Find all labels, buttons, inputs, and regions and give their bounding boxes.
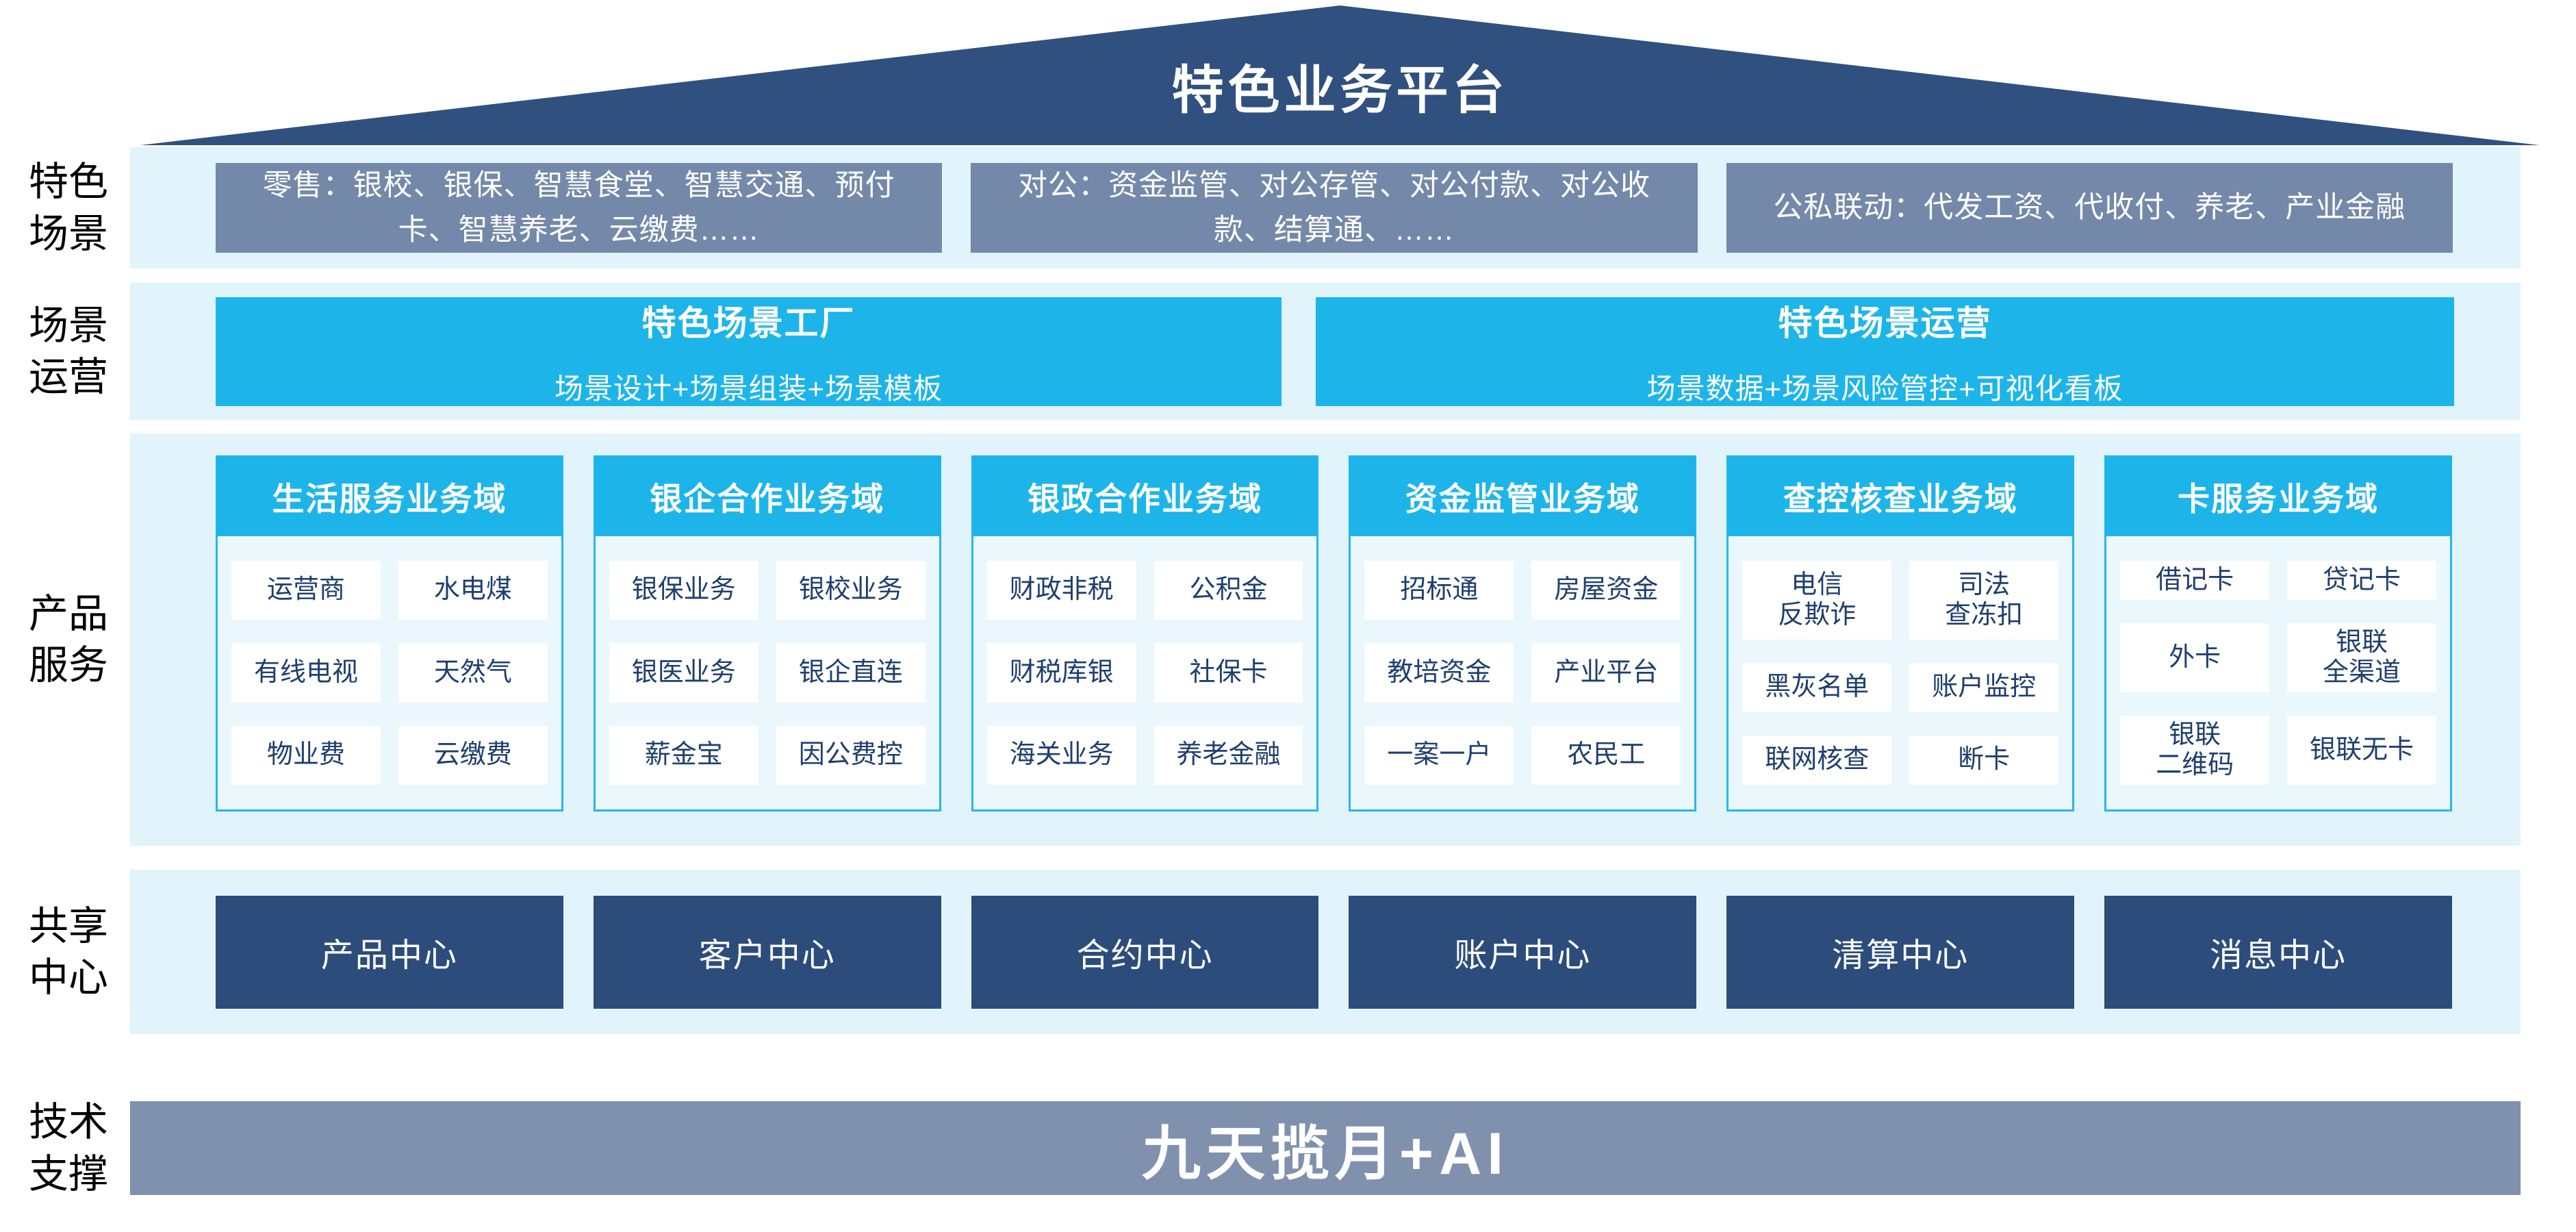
domain-card-title: 查控核查业务域 [1726,455,2075,536]
product-cell: 银校业务 [776,561,926,620]
product-cell: 财政非税 [986,561,1136,620]
domain-card-body: 银保业务 银校业务 银医业务 银企直连 薪金宝 因公费控 [593,536,941,812]
shared-centers-band: 产品中心 客户中心 合约中心 账户中心 清算中心 消息中心 [130,870,2521,1034]
domain-card-bank-government: 银政合作业务域 财政非税 公积金 财税库银 社保卡 海关业务 养老金融 [971,455,1319,812]
side-label-shared-centers: 共享 中心 [28,903,108,1000]
tech-support-bar: 九天揽月+AI [130,1101,2521,1195]
side-label-tech-support: 技术 支撑 [28,1100,108,1196]
product-cell: 教培资金 [1364,643,1514,703]
product-cell: 银保业务 [609,561,758,620]
domain-card-body: 财政非税 公积金 财税库银 社保卡 海关业务 养老金融 [971,536,1319,812]
product-cell: 借记卡 [2120,561,2270,601]
product-cell: 水电煤 [398,561,548,620]
scenario-operation-box: 特色场景运营 场景数据+场景风险管控+可视化看板 [1316,297,2454,406]
center-box-clearing: 清算中心 [1726,895,2075,1009]
domain-card-body: 借记卡 贷记卡 外卡 银联 全渠道 银联 二维码 银联无卡 [2104,536,2452,812]
domain-card-title: 银企合作业务域 [593,455,941,536]
product-cell: 贷记卡 [2287,561,2436,601]
domain-card-body: 电信 反欺诈 司法 查冻扣 黑灰名单 账户监控 联网核查 断卡 [1726,536,2075,812]
side-label-product-services: 产品 服务 [28,591,108,688]
product-cell: 电信 反欺诈 [1742,561,1892,640]
product-cell: 养老金融 [1153,725,1303,785]
domain-card-title: 生活服务业务域 [216,455,563,536]
product-cell: 银医业务 [609,643,758,703]
scenario-factory-subtitle: 场景设计+场景组装+场景模板 [554,372,943,405]
product-cell: 因公费控 [776,725,926,785]
product-cell: 银联无卡 [2287,716,2436,785]
product-cell: 外卡 [2120,623,2270,693]
product-cell: 断卡 [1909,736,2059,785]
domain-card-title: 卡服务业务域 [2104,455,2452,536]
product-cell: 联网核查 [1742,736,1892,785]
domain-card-bank-enterprise: 银企合作业务域 银保业务 银校业务 银医业务 银企直连 薪金宝 因公费控 [593,455,941,812]
product-cell: 云缴费 [398,725,548,785]
public-private-linkage-box: 公私联动：代发工资、代收付、养老、产业金融 [1726,163,2453,253]
product-cell: 物业费 [231,725,381,785]
scenario-operation-subtitle: 场景数据+场景风险管控+可视化看板 [1646,372,2124,405]
side-label-special-scenarios: 特色 场景 [28,160,108,256]
center-box-customer: 客户中心 [593,895,941,1009]
product-cell: 银联 二维码 [2120,716,2270,785]
center-box-message: 消息中心 [2104,895,2452,1009]
product-cell: 社保卡 [1153,643,1303,703]
product-cell: 银企直连 [776,643,926,703]
domain-card-title: 资金监管业务域 [1349,455,1697,536]
side-label-scenario-operation: 场景 运营 [28,303,108,399]
center-box-account: 账户中心 [1349,895,1697,1009]
domain-card-fund-supervision: 资金监管业务域 招标通 房屋资金 教培资金 产业平台 一案一户 农民工 [1349,455,1697,812]
center-box-product: 产品中心 [216,895,563,1009]
domain-card-inquiry-verification: 查控核查业务域 电信 反欺诈 司法 查冻扣 黑灰名单 账户监控 联网核查 断卡 [1726,455,2075,812]
product-cell: 银联 全渠道 [2287,623,2436,693]
scenario-operation-title: 特色场景运营 [1778,303,1992,342]
special-scenarios-band: 零售：银校、银保、智慧食堂、智慧交通、预付卡、智慧养老、云缴费…… 对公：资金监… [130,147,2521,268]
scenario-operation-band: 特色场景工厂 场景设计+场景组装+场景模板 特色场景运营 场景数据+场景风险管控… [130,283,2521,420]
product-cell: 黑灰名单 [1742,663,1892,713]
product-cell: 司法 查冻扣 [1909,561,2059,640]
product-cell: 一案一户 [1364,725,1514,785]
scenario-factory-title: 特色场景工厂 [641,303,856,342]
product-cell: 运营商 [231,561,381,620]
product-cell: 产业平台 [1531,643,1681,703]
product-cell: 天然气 [398,643,548,703]
product-cell: 账户监控 [1909,663,2059,713]
product-cell: 农民工 [1531,725,1681,785]
platform-title: 特色业务平台 [1171,62,1509,120]
product-cell: 财税库银 [986,643,1136,703]
product-cell: 有线电视 [231,643,381,703]
scenario-factory-box: 特色场景工厂 场景设计+场景组装+场景模板 [216,297,1281,406]
product-cell: 招标通 [1364,561,1514,620]
product-cell: 海关业务 [986,725,1136,785]
retail-scenarios-box: 零售：银校、银保、智慧食堂、智慧交通、预付卡、智慧养老、云缴费…… [216,163,943,253]
product-cell: 公积金 [1153,561,1303,620]
product-cell: 房屋资金 [1531,561,1681,620]
domain-card-life-services: 生活服务业务域 运营商 水电煤 有线电视 天然气 物业费 云缴费 [216,455,563,812]
corporate-scenarios-box: 对公：资金监管、对公存管、对公付款、对公收款、结算通、…… [971,163,1698,253]
product-services-band: 生活服务业务域 运营商 水电煤 有线电视 天然气 物业费 云缴费 银企合作业务域… [130,433,2521,846]
domain-card-title: 银政合作业务域 [971,455,1319,536]
domain-card-body: 运营商 水电煤 有线电视 天然气 物业费 云缴费 [216,536,563,812]
domain-card-card-services: 卡服务业务域 借记卡 贷记卡 外卡 银联 全渠道 银联 二维码 银联无卡 [2104,455,2452,812]
domain-card-body: 招标通 房屋资金 教培资金 产业平台 一案一户 农民工 [1349,536,1697,812]
product-cell: 薪金宝 [609,725,758,785]
center-box-contract: 合约中心 [971,895,1319,1009]
